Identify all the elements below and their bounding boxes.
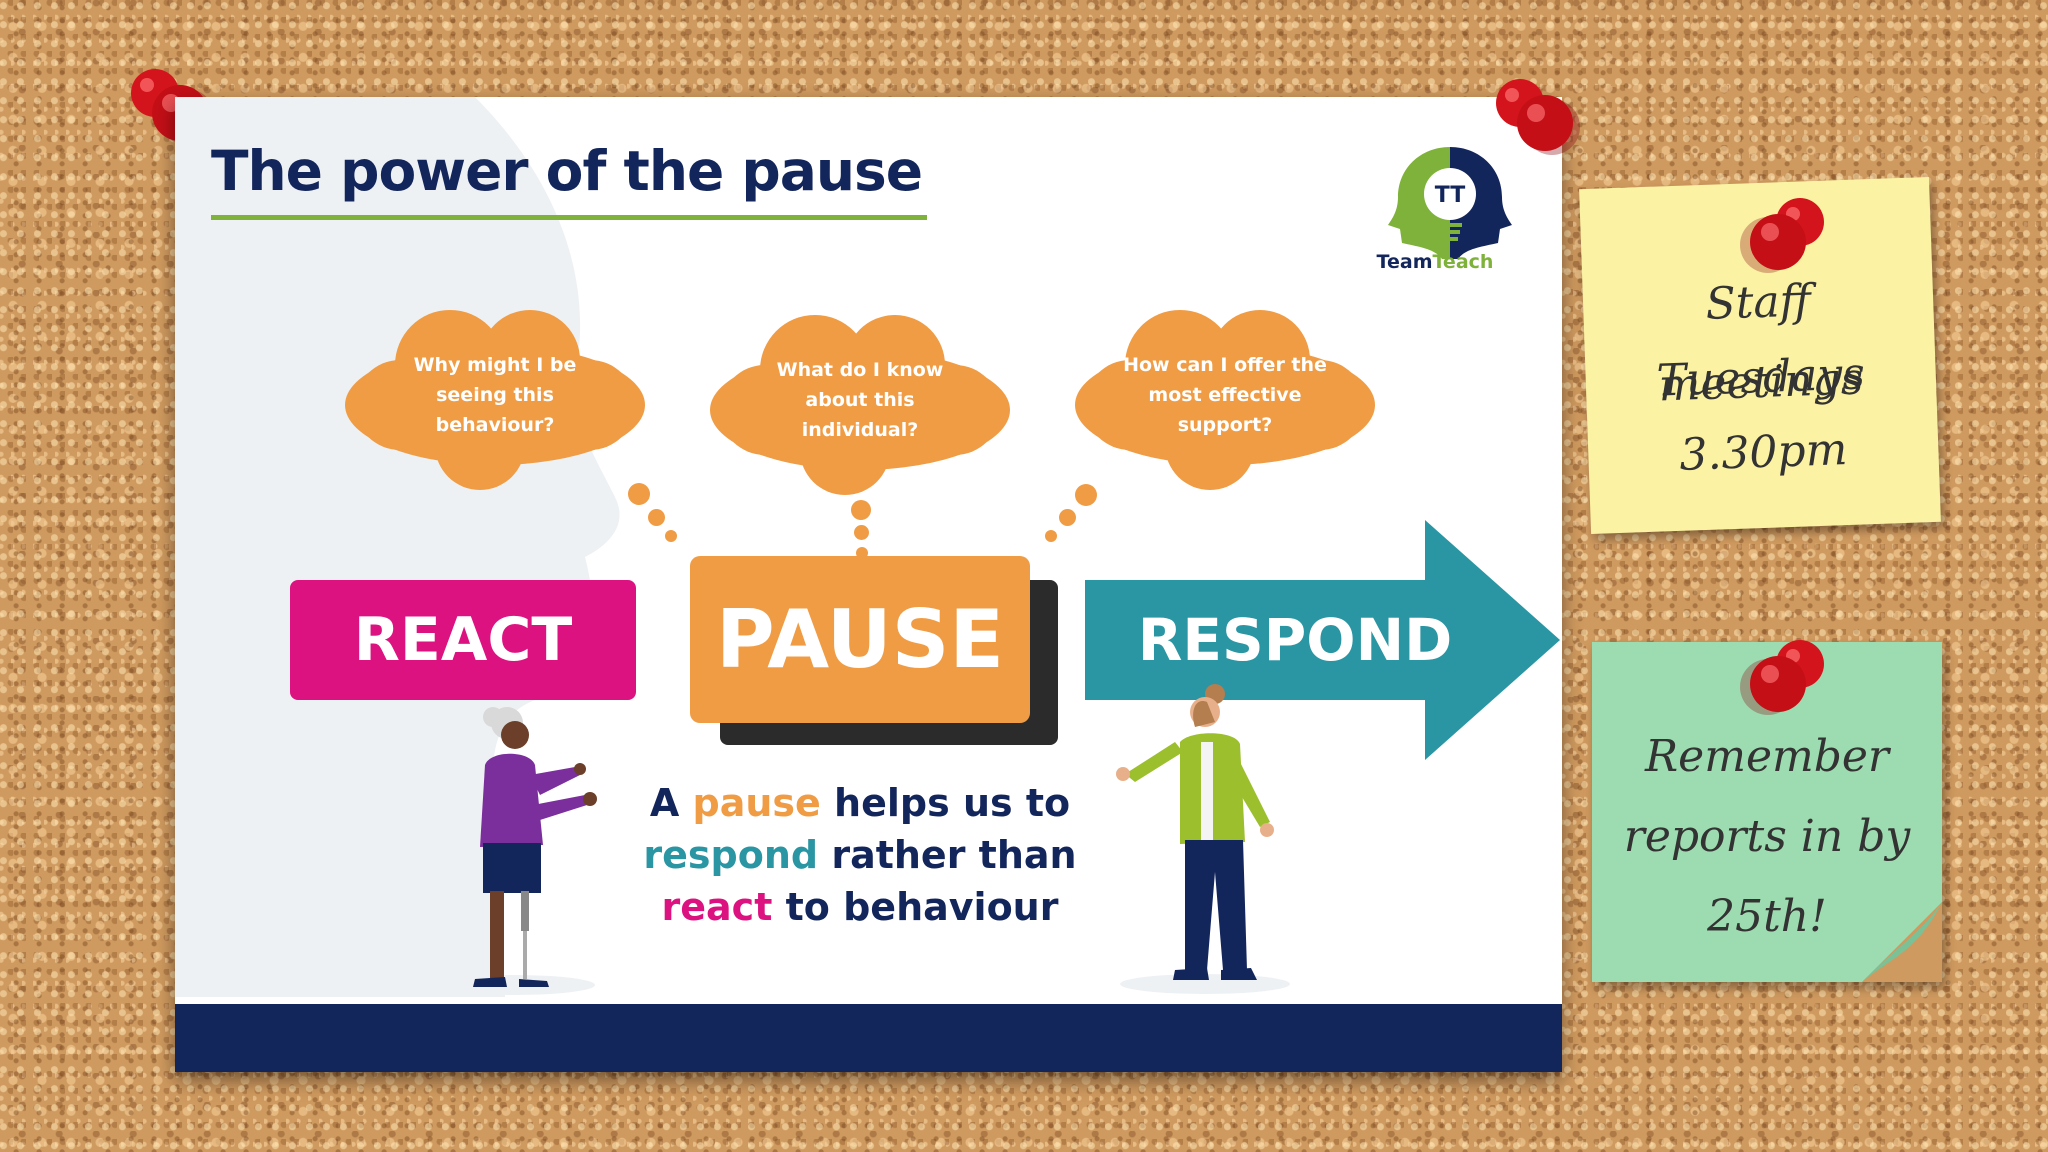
poster-footer-bar (175, 1004, 1562, 1072)
message-word: to behaviour (785, 885, 1059, 929)
thought-dot (854, 525, 869, 540)
person-illustration-left (435, 707, 597, 995)
cloud-shape (1075, 310, 1375, 490)
thought-dot (1075, 484, 1097, 506)
message-word-react: react (661, 885, 773, 929)
respond-label: RESPOND (1137, 606, 1453, 674)
pause-box: PAUSE (690, 556, 1030, 723)
thought-dot (648, 509, 665, 526)
react-box: REACT (290, 580, 636, 700)
cloud-shape (345, 310, 645, 490)
logo-text: TeamTeach (1370, 251, 1500, 273)
note-text-line: Remember (1645, 731, 1889, 782)
message-line-3: react to behaviour (625, 881, 1095, 933)
poster: The power of the pause TT TeamTeach Why … (175, 97, 1562, 1072)
message-word: rather than (831, 833, 1077, 877)
title-underline (211, 215, 927, 220)
logo-monogram: TT (1435, 183, 1466, 208)
message-word-pause: pause (692, 781, 821, 825)
message-word-respond: respond (643, 833, 819, 877)
message-line-2: respond rather than (625, 829, 1095, 881)
note-text-line: reports in by (1623, 811, 1911, 862)
thought-cloud-1: Why might I be seeing this behaviour? (330, 295, 660, 495)
thought-dot (665, 530, 677, 542)
cloud-text: How can I offer the most effective suppo… (1123, 354, 1327, 436)
pause-message: A pause helps us to respond rather than … (625, 777, 1095, 933)
pushpin-icon (1738, 190, 1828, 280)
message-word: helps us to (834, 781, 1071, 825)
cloud-text: Why might I be seeing this behaviour? (413, 354, 577, 436)
page-curl-icon (1862, 902, 1942, 982)
cloud-text: What do I know about this individual? (776, 359, 944, 441)
pushpin-icon (1738, 632, 1828, 722)
poster-title: The power of the pause (211, 139, 923, 203)
thought-dot (1059, 509, 1076, 526)
thought-dot (851, 500, 871, 520)
message-line-1: A pause helps us to (625, 777, 1095, 829)
thought-dot (1045, 530, 1057, 542)
message-word: A (649, 781, 680, 825)
person-illustration-right (1116, 684, 1290, 994)
thought-cloud-2: What do I know about this individual? (695, 300, 1025, 500)
note-text-line: 25th! (1707, 891, 1827, 942)
pushpin-icon (1490, 75, 1580, 165)
logo-text-teach: Teach (1432, 251, 1494, 273)
teamteach-logo-icon: TT (1388, 147, 1512, 259)
thought-dot (628, 483, 650, 505)
cloud-shape (710, 315, 1010, 495)
note-text-line: 3.30pm (1678, 424, 1849, 481)
thought-cloud-3: How can I offer the most effective suppo… (1060, 295, 1390, 495)
logo-text-team: Team (1376, 251, 1433, 273)
